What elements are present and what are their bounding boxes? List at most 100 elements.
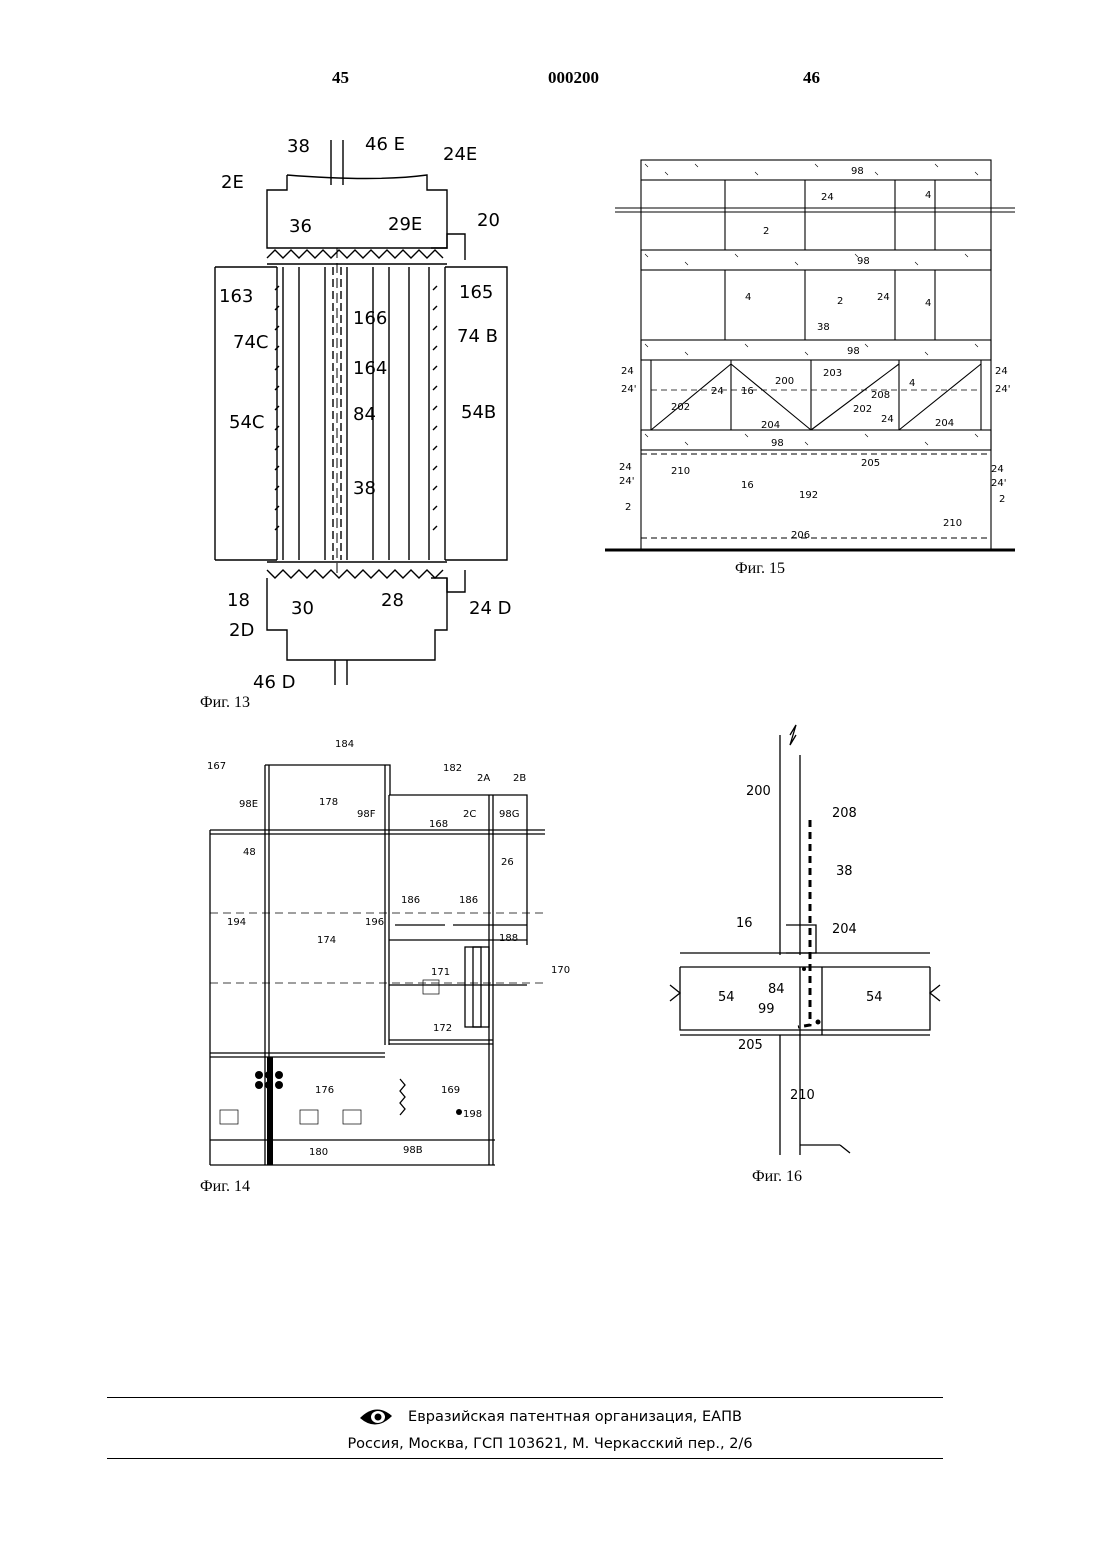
fig15-label-18: 4: [909, 378, 915, 389]
fig14-label-2: 182: [443, 763, 462, 774]
fig15-label-26: 98: [771, 438, 784, 449]
fig16-label-0: 200: [746, 784, 771, 799]
fig14-label-14: 196: [365, 917, 384, 928]
fig14-label-20: 170: [551, 965, 570, 976]
page-number-right: 46: [803, 68, 820, 88]
fig16-label-3: 16: [736, 916, 753, 931]
fig16-label-9: 205: [738, 1038, 763, 1053]
fig15-label-27: 205: [861, 458, 880, 469]
fig13-label-11: 164: [353, 358, 387, 379]
fig16-label-10: 210: [790, 1088, 815, 1103]
fig15-label-28: 24: [619, 462, 632, 473]
fig15-label-2: 4: [925, 190, 931, 201]
fig14-label-16: 186: [401, 895, 420, 906]
fig15-label-32: 192: [799, 490, 818, 501]
fig15-label-29: 24': [619, 476, 634, 487]
figure-15-drawing: 98 24 4 2 98 4 2 24 4 38 98 24 24' 24 16…: [605, 150, 1025, 560]
fig13-label-2: 24E: [443, 144, 477, 165]
fig13-label-13: 54C: [229, 412, 264, 433]
figure-16-drawing: 200 208 38 16 204 54 84 54 99 205 210: [660, 735, 950, 1165]
fig16-label-1: 208: [832, 806, 857, 821]
fig15-label-22: 204: [761, 420, 780, 431]
fig15-label-35: 2: [625, 502, 631, 513]
fig14-label-13: 194: [227, 917, 246, 928]
fig16-label-4: 204: [832, 922, 857, 937]
fig14-label-15: 174: [317, 935, 336, 946]
fig13-label-9: 165: [459, 282, 493, 303]
footer-rule-top: [107, 1397, 943, 1398]
fig14-label-17: 186: [459, 895, 478, 906]
fig13-label-17: 18: [227, 590, 250, 611]
fig14-label-3: 2A: [477, 773, 490, 784]
fig15-label-16: 203: [823, 368, 842, 379]
fig15-label-21: 202: [671, 402, 690, 413]
fig15-label-13: 24: [711, 386, 724, 397]
fig15-label-3: 2: [763, 226, 769, 237]
fig14-label-26: 98B: [403, 1145, 423, 1156]
fig13-label-22: 46 D: [253, 672, 296, 693]
fig15-label-9: 38: [817, 322, 830, 333]
fig15-label-10: 98: [847, 346, 860, 357]
fig13-label-12: 74 B: [457, 326, 498, 347]
fig16-caption: Фиг. 16: [752, 1168, 802, 1186]
footer-organization-line: Евразийская патентная организация, ЕАПВ: [0, 1406, 1100, 1432]
footer-rule-bottom: [107, 1458, 943, 1459]
fig14-label-0: 184: [335, 739, 354, 750]
fig15-label-25: 204: [935, 418, 954, 429]
fig15-label-20: 24': [995, 384, 1010, 395]
fig13-label-18: 30: [291, 598, 314, 619]
fig14-label-25: 180: [309, 1147, 328, 1158]
fig16-label-6: 84: [768, 982, 785, 997]
fig14-label-21: 172: [433, 1023, 452, 1034]
fig14-label-6: 178: [319, 797, 338, 808]
fig15-label-5: 4: [745, 292, 751, 303]
fig14-label-23: 169: [441, 1085, 460, 1096]
fig15-label-24: 24: [881, 414, 894, 425]
fig14-label-4: 2B: [513, 773, 526, 784]
figure-13-drawing: 38 46 E 24E 2E 36 29E 20 163 166 165 74C…: [195, 130, 535, 700]
fig15-label-14: 16: [741, 386, 754, 397]
fig15-label-23: 202: [853, 404, 872, 415]
eye-logo-icon: [358, 1406, 394, 1428]
page-number-left: 45: [332, 68, 349, 88]
fig14-label-8: 2C: [463, 809, 476, 820]
fig16-label-8: 99: [758, 1002, 775, 1017]
fig15-label-4: 98: [857, 256, 870, 267]
fig13-label-7: 163: [219, 286, 253, 307]
fig15-label-31: 16: [741, 480, 754, 491]
fig15-label-30: 210: [671, 466, 690, 477]
fig15-label-6: 2: [837, 296, 843, 307]
fig13-label-8: 166: [353, 308, 387, 329]
fig13-label-5: 29E: [388, 214, 422, 235]
fig13-label-0: 38: [287, 136, 310, 157]
fig15-label-1: 24: [821, 192, 834, 203]
fig13-label-16: 38: [353, 478, 376, 499]
fig14-label-10: 98G: [499, 809, 519, 820]
fig13-label-1: 46 E: [365, 134, 405, 155]
fig14-label-22: 176: [315, 1085, 334, 1096]
organization-address: Россия, Москва, ГСП 103621, М. Черкасски…: [0, 1436, 1100, 1452]
fig15-label-15: 200: [775, 376, 794, 387]
fig14-caption: Фиг. 14: [200, 1178, 250, 1196]
fig14-label-11: 48: [243, 847, 256, 858]
fig14-label-18: 188: [499, 933, 518, 944]
fig15-caption: Фиг. 15: [735, 560, 785, 578]
fig15-label-34: 24': [991, 478, 1006, 489]
fig15-label-17: 208: [871, 390, 890, 401]
fig15-label-33: 24: [991, 464, 1004, 475]
fig14-label-9: 168: [429, 819, 448, 830]
fig14-label-5: 98E: [239, 799, 258, 810]
fig15-label-36: 2: [999, 494, 1005, 505]
fig15-label-12: 24': [621, 384, 636, 395]
fig15-label-38: 206: [791, 530, 810, 541]
fig14-label-19: 171: [431, 967, 450, 978]
figure-14-drawing: 184 167 182 2A 2B 98E 178 98F 2C 168 98G…: [205, 735, 565, 1175]
fig16-label-2: 38: [836, 864, 853, 879]
fig15-label-8: 4: [925, 298, 931, 309]
fig16-label-5: 54: [718, 990, 735, 1005]
document-number: 000200: [548, 68, 599, 88]
fig14-label-7: 98F: [357, 809, 376, 820]
fig15-label-7: 24: [877, 292, 890, 303]
fig15-label-37: 210: [943, 518, 962, 529]
fig13-caption: Фиг. 13: [200, 694, 250, 712]
